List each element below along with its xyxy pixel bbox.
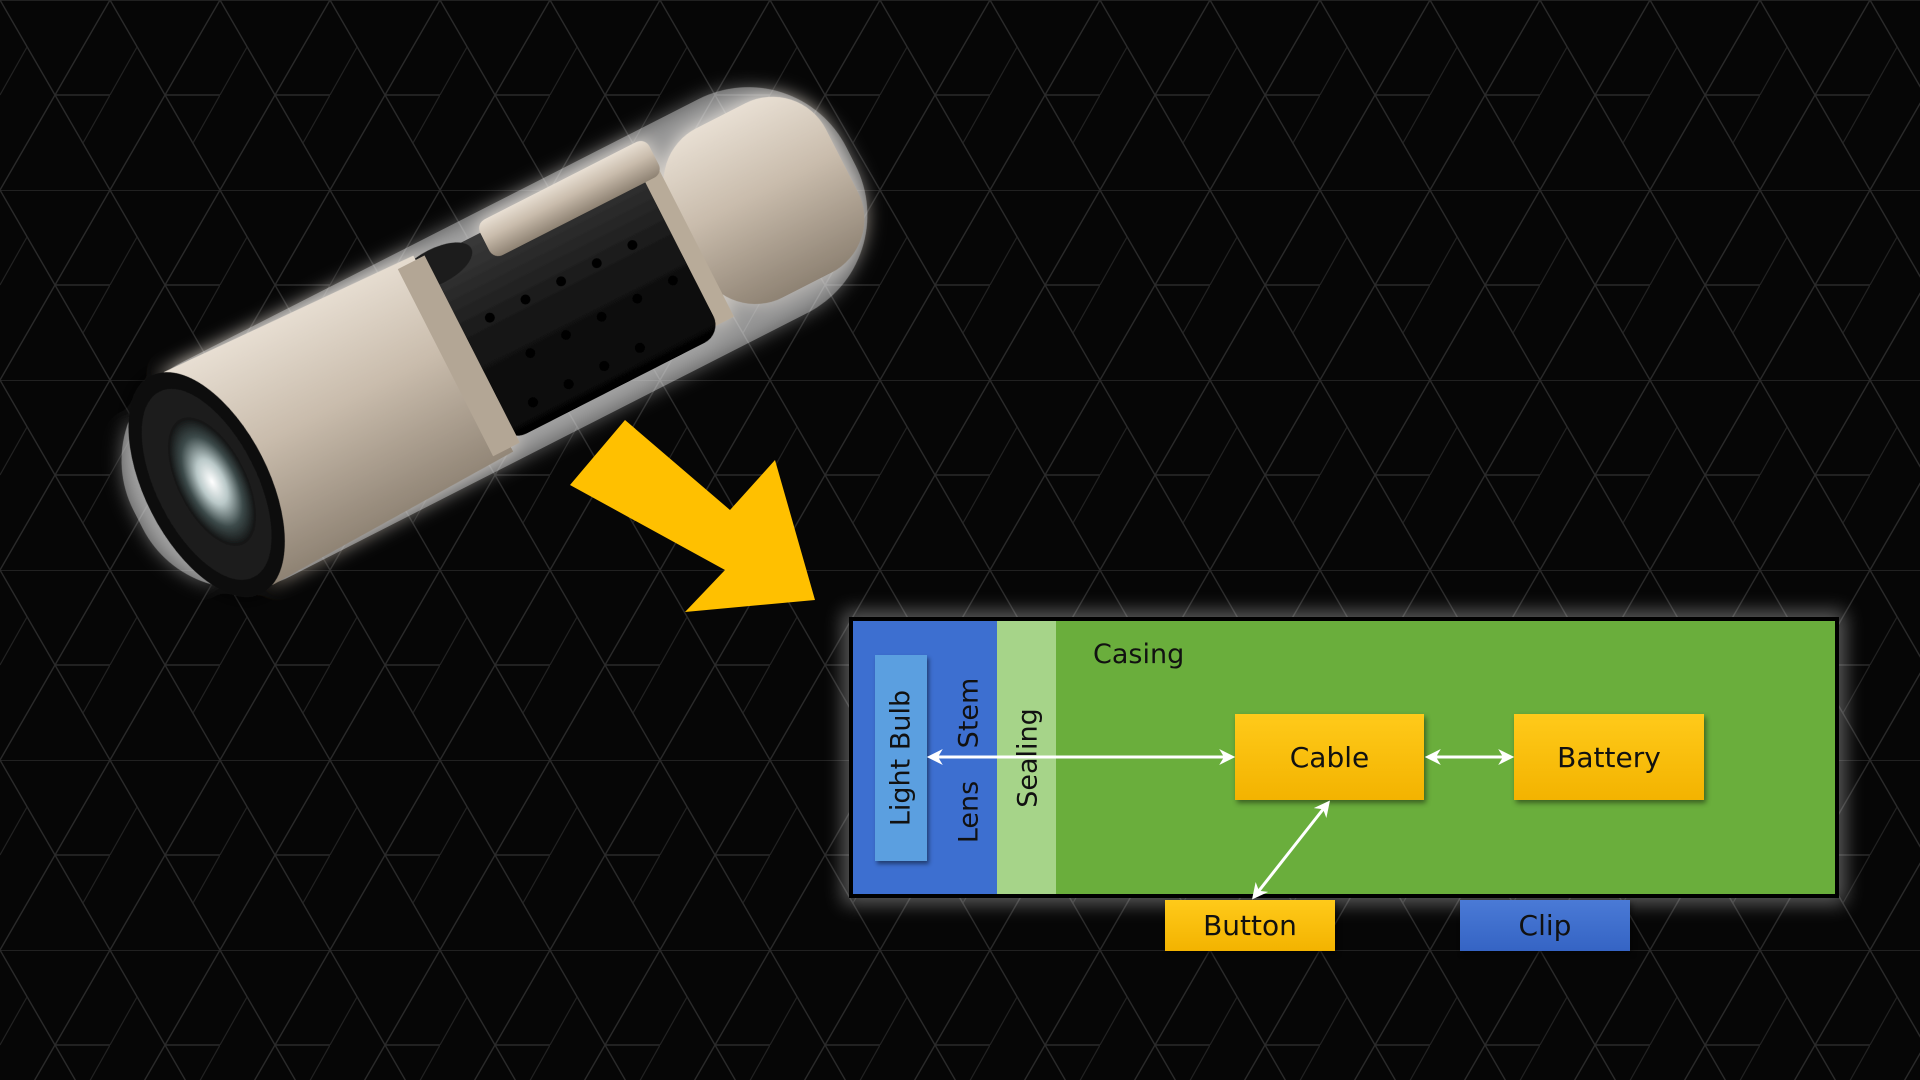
battery-block: Battery (1514, 714, 1704, 800)
clip-label: Clip (1518, 909, 1572, 942)
cable-block: Cable (1235, 714, 1424, 800)
light-bulb-block (875, 655, 927, 861)
lens-label: Lens (953, 780, 985, 844)
sealing-label: Sealing (1012, 708, 1044, 808)
arrow-down-right-icon (570, 420, 815, 612)
button-label: Button (1203, 909, 1297, 942)
clip-block: Clip (1460, 900, 1630, 951)
button-block: Button (1165, 900, 1335, 951)
stem-label: Stem (953, 677, 985, 749)
casing-label: Casing (1093, 639, 1185, 670)
battery-label: Battery (1557, 740, 1661, 774)
cable-label: Cable (1289, 740, 1370, 774)
light-bulb-label: Light Bulb (885, 689, 917, 827)
flashlight-icon (121, 87, 868, 597)
